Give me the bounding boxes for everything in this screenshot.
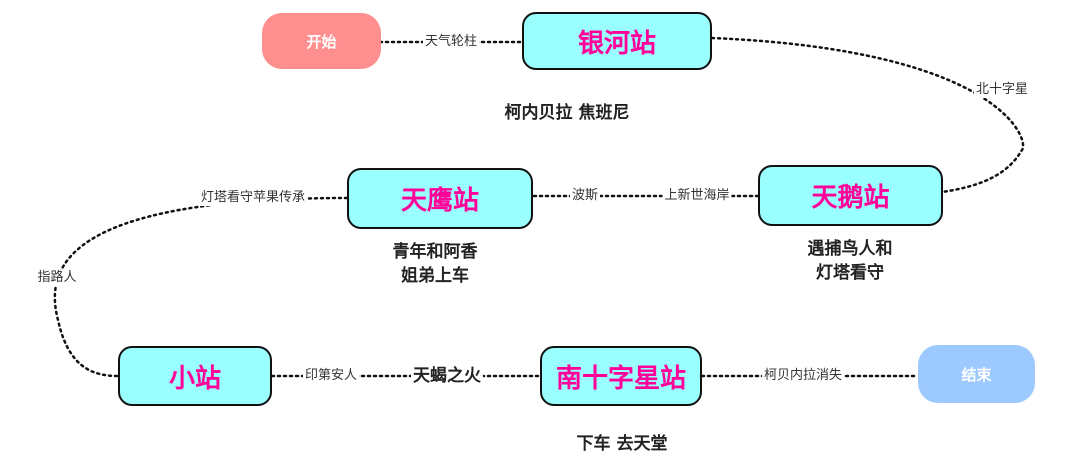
note-tianying-line1: 青年和阿香 — [392, 242, 478, 262]
note-tiane: 遇捕鸟人和 灯塔看守 — [808, 237, 893, 285]
note-tianying: 青年和阿香 姐弟上车 — [393, 240, 478, 288]
edge-label-tianying-xiao-b: 指路人 — [35, 270, 79, 286]
end-node: 结束 — [918, 345, 1035, 403]
edge-tianying-xiao — [53, 196, 349, 378]
note-tiane-line2: 灯塔看守 — [816, 263, 884, 283]
edge-yinhe-tiane — [710, 36, 1025, 194]
start-node: 开始 — [262, 13, 381, 69]
station-tiane: 天鹅站 — [758, 165, 943, 226]
edge-label-tiane-tianying-b: 波斯 — [569, 188, 601, 204]
note-tiane-line1: 遇捕鸟人和 — [807, 239, 893, 259]
edge-label-tianying-xiao-a: 灯塔看守苹果传承 — [198, 190, 308, 206]
edge-label-yinhe-tiane: 北十字星 — [973, 82, 1031, 98]
note-nanshizi: 下车 去天堂 — [576, 434, 668, 454]
station-tianying: 天鹰站 — [347, 168, 533, 229]
note-yinhe: 柯内贝拉 焦班尼 — [504, 103, 630, 123]
edge-label-xiao-nanshizi-b: 天蝎之火 — [411, 366, 483, 386]
edge-label-tiane-tianying-a: 上新世海岸 — [662, 188, 732, 204]
station-yinhe: 银河站 — [522, 12, 712, 70]
edge-label-nanshizi-end: 柯贝内拉消失 — [761, 368, 845, 384]
station-xiao: 小站 — [118, 346, 272, 406]
edge-label-xiao-nanshizi-a: 印第安人 — [302, 368, 360, 384]
edge-label-start-yinhe: 天气轮柱 — [422, 34, 480, 50]
station-nanshizi: 南十字星站 — [540, 346, 702, 406]
note-tianying-line2: 姐弟上车 — [401, 266, 469, 286]
